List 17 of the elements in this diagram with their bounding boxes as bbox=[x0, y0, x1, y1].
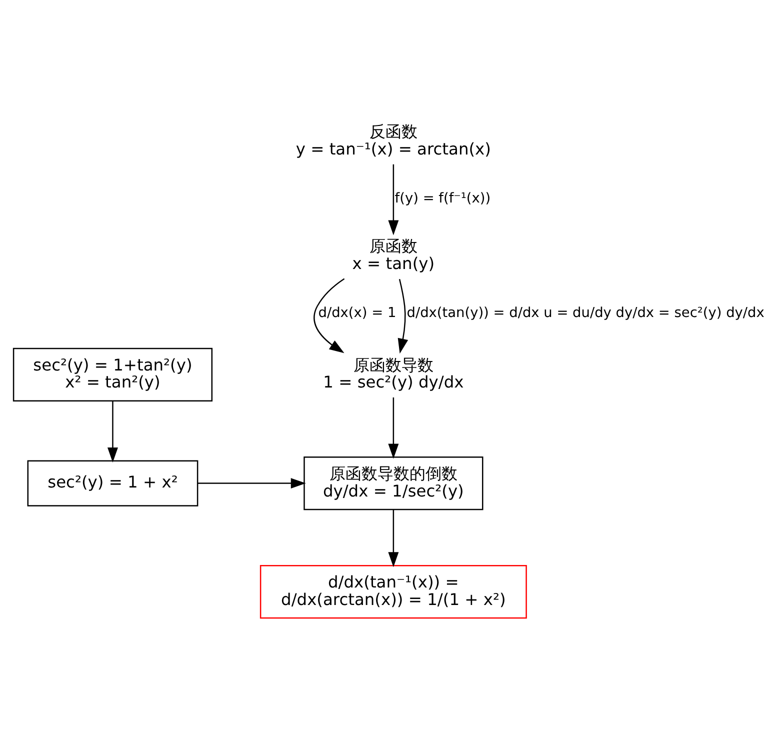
node-box: 原函数导数的倒数 dy/dx = 1/sec²(y) bbox=[304, 456, 484, 510]
node-box: d/dx(tan⁻¹(x)) = d/dx(arctan(x)) = 1/(1 + x²) bbox=[260, 565, 527, 619]
edge-label: d/dx(tan(y)) = d/dx u = du/dy dy/dx = sec²(y) dy/dx bbox=[406, 305, 764, 322]
node-box: sec²(y) = 1+tan²(y) x² = tan²(y) bbox=[12, 348, 213, 402]
edge-label: d/dx(x) = 1 bbox=[318, 305, 396, 322]
node-text: 反函数 y = tan⁻¹(x) = arctan(x) bbox=[296, 122, 491, 158]
arrow bbox=[398, 278, 408, 354]
arrow bbox=[388, 397, 399, 459]
node-box: sec²(y) = 1 + x² bbox=[27, 460, 198, 506]
arrow bbox=[198, 478, 306, 489]
node-text: 原函数导数 1 = sec²(y) dy/dx bbox=[323, 355, 464, 392]
arrow bbox=[314, 278, 345, 354]
arrow bbox=[388, 510, 399, 568]
edge-label: f(y) = f(f⁻¹(x)) bbox=[394, 190, 491, 206]
arrow bbox=[388, 164, 399, 236]
node-text: 原函数 x = tan(y) bbox=[352, 236, 435, 274]
arrow bbox=[107, 401, 118, 463]
